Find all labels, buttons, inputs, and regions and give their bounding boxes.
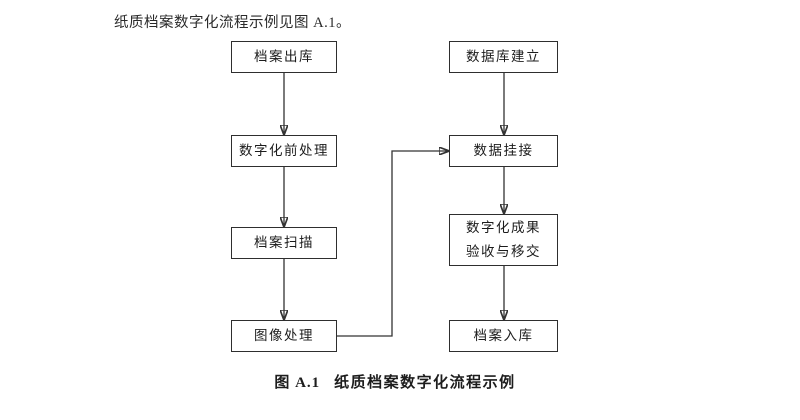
- figure-caption-title: 纸质档案数字化流程示例: [334, 375, 516, 391]
- figure-caption-label: 图 A.1: [274, 375, 321, 391]
- figure-caption: 图 A.1 纸质档案数字化流程示例: [0, 371, 790, 392]
- flow-box-database-setup: 数据库建立: [449, 41, 558, 73]
- arrow-imageprocessing-to-datalinking: [337, 151, 448, 337]
- flow-box-data-linking: 数据挂接: [449, 135, 558, 167]
- flow-box-acceptance-transfer: 数字化成果 验收与移交: [449, 214, 558, 266]
- flow-box-archive-checkin: 档案入库: [449, 320, 558, 352]
- flow-box-pre-digitization: 数字化前处理: [231, 135, 337, 167]
- flow-box-archive-scanning: 档案扫描: [231, 227, 337, 259]
- intro-text: 纸质档案数字化流程示例见图 A.1。: [114, 15, 351, 31]
- flow-box-image-processing: 图像处理: [231, 320, 337, 352]
- flow-box-archive-checkout: 档案出库: [231, 41, 337, 73]
